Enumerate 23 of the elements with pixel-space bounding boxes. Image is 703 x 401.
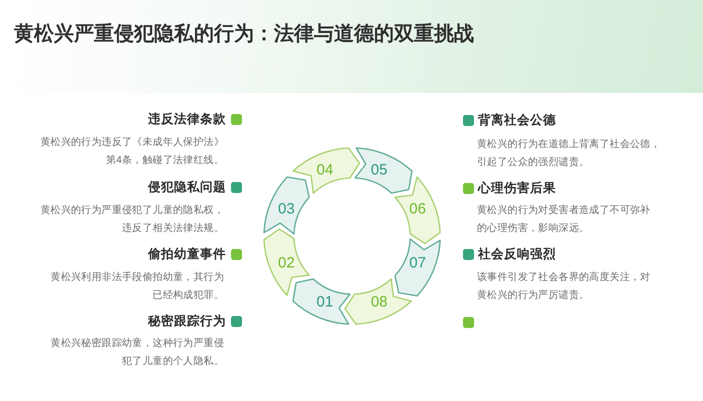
item-text: 该事件引发了社会各界的高度关注，对黄松兴的行为严厉谴责。 <box>477 270 652 303</box>
item-text: 黄松兴的行为在道德上背离了社会公德，引起了公众的强烈谴责。 <box>477 138 662 170</box>
item-heading: 心理伤害后果 <box>478 180 556 196</box>
item-text: 黄松兴的行为对受害者造成了不可弥补的心理伤害，影响深远。 <box>477 204 652 236</box>
item-text: 黄松兴利用非法手段偷拍幼童，其行为已经构成犯罪。 <box>50 270 224 303</box>
arrow-segment: 02 <box>263 228 310 296</box>
arrow-segment: 01 <box>292 278 350 325</box>
item-heading: 违反法律条款 <box>148 111 226 127</box>
item-text: 黄松兴的行为违反了《未成年人保护法》第4条，触碰了法律红线。 <box>39 136 224 168</box>
title: 黄松兴严重侵犯隐私的行为：法律与道德的双重挑战 <box>14 22 474 47</box>
item-heading: 背离社会公德 <box>478 112 556 128</box>
item-heading: 秘密跟踪行为 <box>148 313 226 329</box>
arrow-segment: 07 <box>394 238 441 296</box>
item-heading: 社会反响强烈 <box>478 246 556 262</box>
item-heading: 侵犯隐私问题 <box>148 179 226 195</box>
arrow-segment: 08 <box>344 278 412 325</box>
arrow-segment: 03 <box>263 176 310 234</box>
item-heading: 偷拍幼童事件 <box>148 246 226 262</box>
item-text: 黄松兴的行为严重侵犯了儿童的隐私权，违反了相关法律法规。 <box>39 204 224 236</box>
arrow-segment: 05 <box>354 147 412 194</box>
item-text: 黄松兴秘密跟踪幼童，这种行为严重侵犯了儿童的个人隐私。 <box>50 336 224 369</box>
arrow-segment: 04 <box>292 147 360 194</box>
arrow-segment: 06 <box>394 176 441 244</box>
